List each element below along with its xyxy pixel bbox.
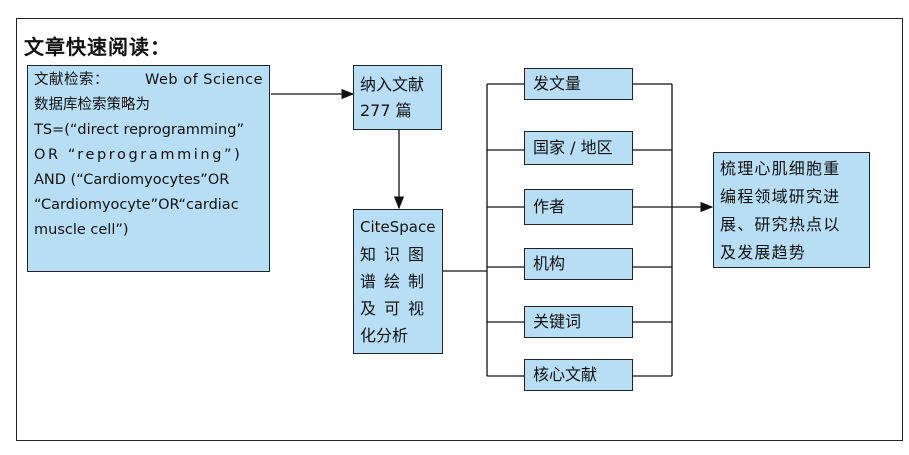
result-line-4: 及发展趋势 <box>720 243 807 262</box>
search-text-1: Web of Science <box>144 72 263 88</box>
category-box: 发文量 <box>524 68 633 100</box>
diagram-title: 文章快速阅读： <box>24 35 171 59</box>
search-text-2: 数据库检索策略为 <box>34 97 150 113</box>
category-box: 国家 / 地区 <box>524 131 633 165</box>
result-line-3: 展、研究热点以 <box>720 215 841 234</box>
citespace-line-3: 谱绘制 <box>360 272 433 291</box>
citespace-line-1: CiteSpace <box>360 218 436 236</box>
citespace-box: CiteSpace 知识图 谱绘制 及可视 化分析 <box>353 209 443 354</box>
category-box: 作者 <box>524 189 633 225</box>
citespace-line-4: 及可视 <box>360 299 433 318</box>
category-box: 核心文献 <box>524 359 633 391</box>
included-line-1: 纳入文献 <box>360 75 425 94</box>
search-text-6: “Cardiomyocyte”OR“cardiac <box>34 197 239 213</box>
included-line-2: 277 篇 <box>360 101 412 120</box>
result-line-2: 编程领域研究进 <box>720 187 841 206</box>
result-box: 梳理心肌细胞重 编程领域研究进 展、研究热点以 及发展趋势 <box>713 152 870 268</box>
search-text-3: TS=(“direct reprogramming” <box>34 122 244 138</box>
search-text-7: muscle cell”) <box>34 222 129 238</box>
category-box: 机构 <box>524 248 633 280</box>
included-literature-box: 纳入文献 277 篇 <box>353 65 442 130</box>
citespace-line-5: 化分析 <box>360 326 409 345</box>
search-label: 文献检索： <box>34 72 109 88</box>
citespace-line-2: 知识图 <box>360 245 433 264</box>
diagram-frame <box>16 18 903 441</box>
search-line-1: 文献检索： Web of Science <box>34 68 263 93</box>
result-line-1: 梳理心肌细胞重 <box>720 159 841 178</box>
search-text-5: AND (“Cardiomyocytes”OR <box>34 172 230 188</box>
search-text-4: OR “reprogramming”) <box>34 147 243 163</box>
search-strategy-box: 文献检索： Web of Science 数据库检索策略为 TS=(“direc… <box>27 65 270 272</box>
category-box: 关键词 <box>524 306 633 338</box>
